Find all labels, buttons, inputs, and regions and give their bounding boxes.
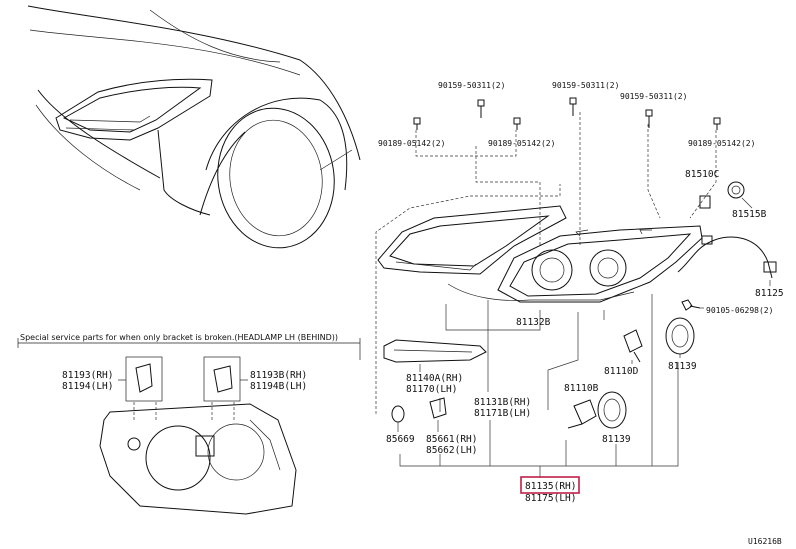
highlight-assembly — [520, 476, 580, 494]
label-assembly-lh[interactable]: 81175(LH) — [525, 493, 576, 504]
part-labels: 90159-50311(2) 90159-50311(2) 90159-5031… — [20, 81, 784, 546]
label-repair-rh-1[interactable]: 81193(RH) — [62, 370, 113, 381]
label-note: Special service parts for when only brac… — [20, 333, 338, 342]
bolt-icons — [413, 97, 721, 130]
label-bracket-rh[interactable]: 81140A(RH) — [406, 373, 463, 384]
headlamp-exploded-view — [375, 97, 777, 478]
label-bracket-lh[interactable]: 81170(LH) — [406, 384, 457, 395]
label-bolt-c[interactable]: 90159-50311(2) — [620, 92, 687, 101]
label-ring-lower[interactable]: 81139 — [602, 434, 631, 445]
label-motor-lh[interactable]: 85662(LH) — [426, 445, 477, 456]
label-grommet[interactable]: 85669 — [386, 434, 415, 445]
label-lens-rh[interactable]: 81131B(RH) — [474, 397, 531, 408]
vehicle-overview-illustration — [27, 5, 361, 249]
label-bolt-a[interactable]: 90159-50311(2) — [438, 81, 505, 90]
label-bolt-b[interactable]: 90159-50311(2) — [552, 81, 619, 90]
label-bulb-socket[interactable]: 81515B — [732, 209, 767, 220]
label-repair-lh-2[interactable]: 81194B(LH) — [250, 381, 307, 392]
label-repair-rh-2[interactable]: 81193B(RH) — [250, 370, 307, 381]
label-wire-harness[interactable]: 81125 — [755, 288, 784, 299]
label-clip-b[interactable]: 90189-05142(2) — [488, 139, 555, 148]
label-ring-upper[interactable]: 81139 — [668, 361, 697, 372]
label-lens-lh[interactable]: 81171B(LH) — [474, 408, 531, 419]
label-clip-c[interactable]: 90189-05142(2) — [688, 139, 755, 148]
label-motor-rh[interactable]: 85661(RH) — [426, 434, 477, 445]
label-bezel[interactable]: 81132B — [516, 317, 551, 328]
label-repair-lh-1[interactable]: 81194(LH) — [62, 381, 113, 392]
label-screw[interactable]: 90105-06298(2) — [706, 306, 773, 315]
label-assembly-rh[interactable]: 81135(RH) — [525, 481, 576, 492]
label-socket[interactable]: 81510C — [685, 169, 719, 180]
repair-inset-panel — [17, 338, 361, 515]
label-clip-a[interactable]: 90189-05142(2) — [378, 139, 445, 148]
label-figure-id: U16216B — [748, 537, 782, 546]
label-bulb-lo[interactable]: 81110D — [604, 366, 639, 377]
label-bulb-hi[interactable]: 81110B — [564, 383, 599, 394]
